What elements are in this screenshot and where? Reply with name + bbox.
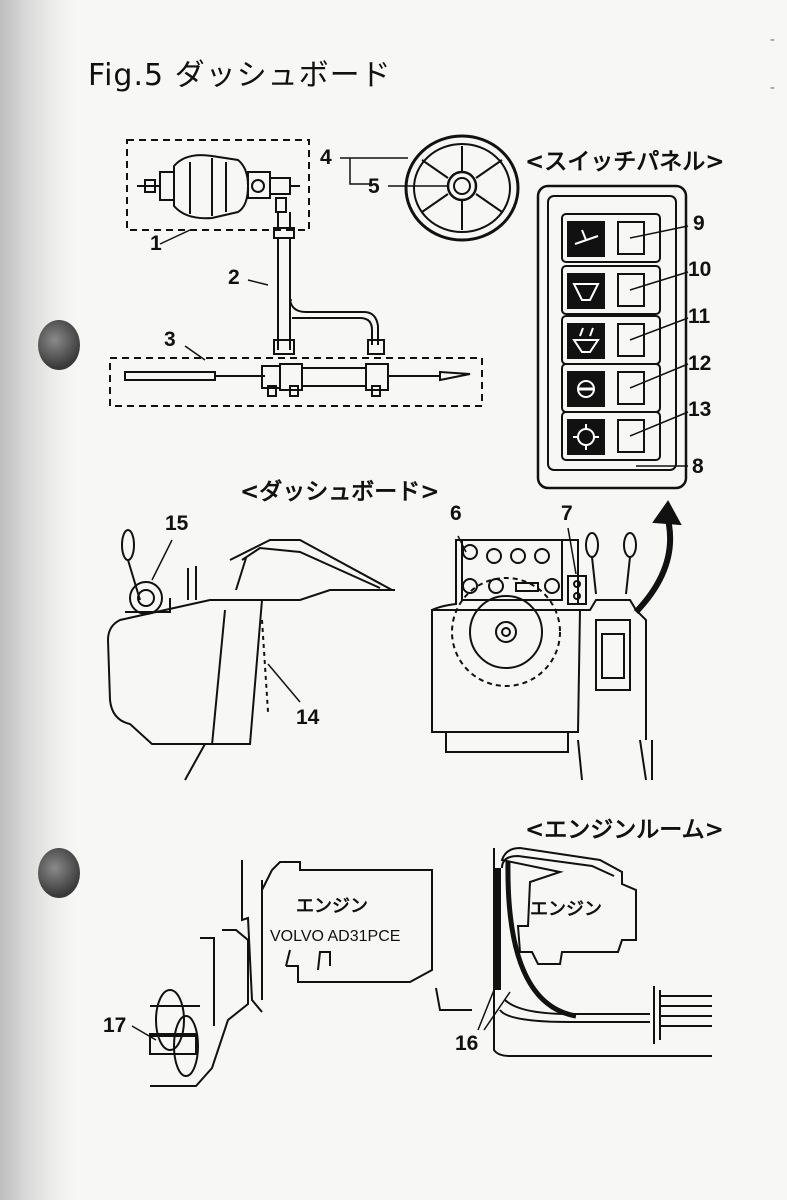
engine-room-side-view: [150, 860, 472, 1087]
callout-14: 14: [296, 706, 320, 729]
pump-dashed-box: [126, 139, 310, 231]
callout-2: 2: [228, 266, 240, 289]
switch-panel: [536, 184, 688, 490]
callout-5: 5: [368, 175, 380, 198]
heading-dashboard: <ダッシュボード>: [240, 479, 440, 505]
steering-cylinder: [124, 363, 471, 397]
steering-wheel: [404, 134, 520, 242]
callout-4: 4: [320, 146, 332, 169]
engine-model-label: VOLVO AD31PCE: [270, 928, 401, 945]
margin-mark-1: -: [770, 32, 775, 47]
callout-1: 1: [150, 232, 162, 255]
callout-12: 12: [688, 352, 712, 375]
callout-11: 11: [688, 305, 711, 328]
page-binding-edge: [0, 0, 75, 1200]
switch-row-5: [561, 411, 661, 461]
dashboard-side-view: [106, 539, 395, 781]
callout-6: 6: [450, 502, 462, 525]
throttle-lever-side: [121, 529, 171, 615]
punch-hole-upper: [38, 320, 80, 370]
switch-row-4: [561, 363, 661, 413]
heading-switch-panel: <スイッチパネル>: [525, 149, 725, 175]
dashboard-front-view: [431, 539, 653, 781]
flip-arrow-shaft: [633, 511, 674, 615]
callout-3: 3: [164, 328, 176, 351]
callout-10: 10: [688, 258, 712, 281]
figure-title: Fig.5 ダッシュボード: [88, 58, 392, 93]
callout-15: 15: [165, 512, 189, 535]
callout-13: 13: [688, 398, 712, 421]
callout-7: 7: [561, 502, 573, 525]
steering-pump: [137, 154, 300, 220]
propeller: [149, 989, 199, 1077]
switch-row-2: [561, 265, 661, 315]
control-levers-front: [585, 532, 637, 595]
margin-mark-2: -: [770, 80, 775, 95]
hydraulic-hoses: [273, 212, 385, 355]
engine-label-right: エンジン: [530, 899, 602, 920]
flip-arrow-head: [652, 500, 682, 526]
engine-label-left: エンジン: [296, 896, 368, 917]
callout-9: 9: [693, 212, 705, 235]
callout-8: 8: [692, 455, 704, 478]
switch-row-3: [561, 315, 661, 365]
engine-room-plan-view: [493, 846, 712, 1057]
callout-16: 16: [455, 1032, 479, 1055]
heading-engine-room: <エンジンルーム>: [525, 817, 724, 843]
cylinder-dashed-box: [109, 357, 483, 407]
callout-17: 17: [103, 1014, 127, 1037]
punch-hole-lower: [38, 848, 80, 898]
switch-row-1: [561, 213, 661, 263]
